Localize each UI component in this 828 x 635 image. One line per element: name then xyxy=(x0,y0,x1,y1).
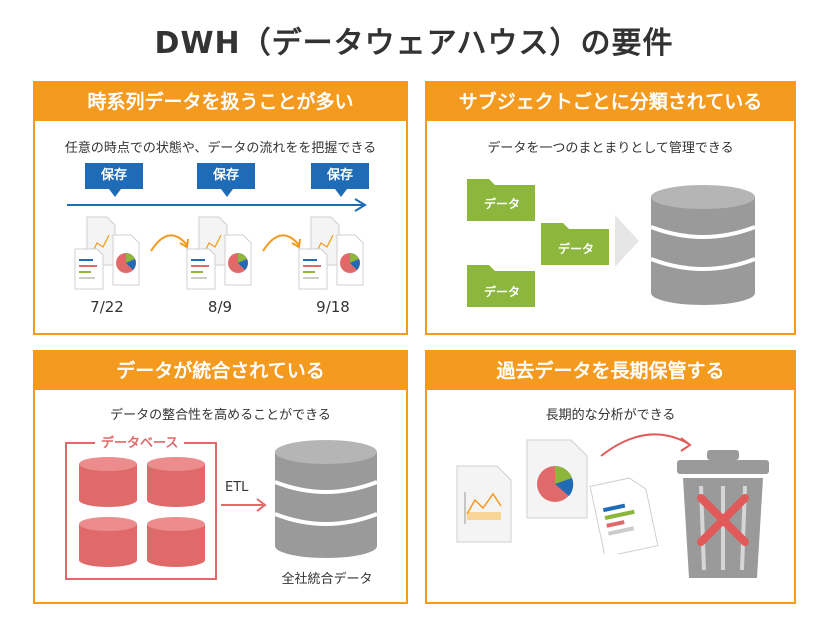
database-icon xyxy=(147,517,205,567)
folder-icon xyxy=(467,265,535,307)
database-icon xyxy=(274,440,378,558)
folder-icon xyxy=(467,179,535,221)
panel-subtitle: データの整合性を高めることができる xyxy=(110,408,331,423)
folder-label: データ xyxy=(557,242,594,256)
panel-subject-oriented: サブジェクトごとに分類されている データを一つのまとまりとして管理できる データ… xyxy=(425,81,796,335)
database-group-label: データベース xyxy=(95,432,185,451)
bar-chart-document-icon xyxy=(589,477,659,554)
folder-label: データ xyxy=(483,285,520,299)
database-icon xyxy=(79,457,137,507)
chevron-right-icon xyxy=(615,215,639,267)
integrated-data-label: 全社統合データ xyxy=(281,572,373,587)
curved-arrow-icon xyxy=(150,234,189,252)
folder-icon xyxy=(541,223,609,265)
delete-cross-icon xyxy=(697,494,749,546)
line-chart-document-icon xyxy=(456,465,512,543)
panel-header: サブジェクトごとに分類されている xyxy=(427,83,794,121)
pie-chart-document-icon xyxy=(526,439,588,519)
database-icon xyxy=(147,457,205,507)
panel-time-series: 時系列データを扱うことが多い 任意の時点での状態や、データの流れをを把握できる … xyxy=(33,81,408,335)
panel-subtitle: 任意の時点での状態や、データの流れをを把握できる xyxy=(64,141,377,156)
save-tag: 保存 xyxy=(311,163,369,197)
curved-arrow-icon xyxy=(262,234,301,252)
timeline-arrow xyxy=(67,198,367,212)
panel-long-term-storage: 過去データを長期保管する 長期的な分析ができる xyxy=(425,350,796,604)
document-set-icon xyxy=(186,216,252,290)
panel-header: データが統合されている xyxy=(35,352,406,390)
panel-subtitle: 長期的な分析ができる xyxy=(545,408,676,423)
database-icon xyxy=(650,185,756,305)
document-set-icon xyxy=(74,216,140,290)
save-tag: 保存 xyxy=(197,163,255,197)
date-label: 8/9 xyxy=(207,298,233,316)
date-label: 9/18 xyxy=(316,298,350,316)
document-set-icon xyxy=(298,216,364,290)
date-label: 7/22 xyxy=(90,298,124,316)
etl-label: ETL xyxy=(225,480,249,495)
folder-label: データ xyxy=(483,197,520,211)
database-icon xyxy=(79,517,137,567)
panel-integrated: データが統合されている データの整合性を高めることができる データベース ETL… xyxy=(33,350,408,604)
panel-header: 過去データを長期保管する xyxy=(427,352,794,390)
arrow-right-icon xyxy=(221,498,267,512)
panel-header: 時系列データを扱うことが多い xyxy=(35,83,406,121)
panel-subtitle: データを一つのまとまりとして管理できる xyxy=(487,141,734,156)
curved-arrow-icon xyxy=(600,433,692,457)
save-tag: 保存 xyxy=(85,163,143,197)
page-title: DWH（データウェアハウス）の要件 xyxy=(154,26,674,61)
